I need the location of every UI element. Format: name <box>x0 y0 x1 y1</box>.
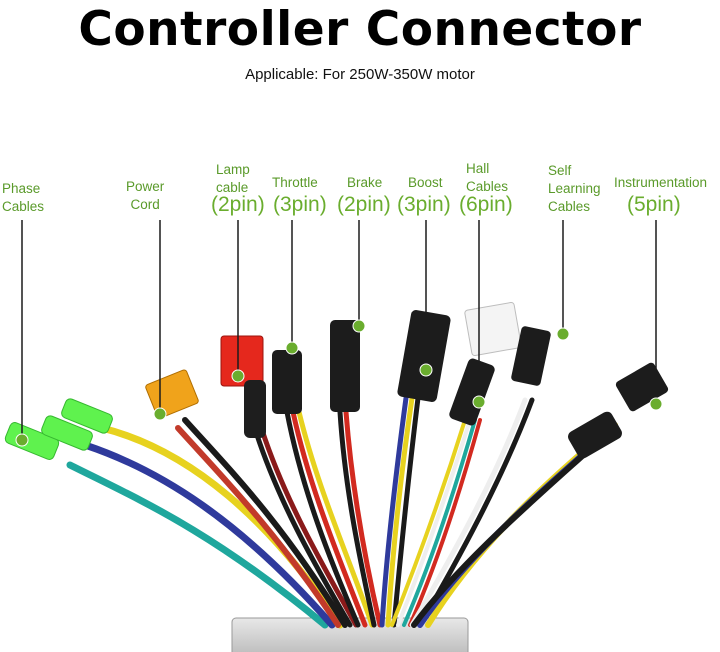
label-hall-line1: Hall <box>466 161 490 176</box>
brake-connector <box>330 320 360 412</box>
pin-hall: (6pin) <box>459 193 513 216</box>
boost-connector <box>397 309 451 403</box>
lamp-cable <box>253 427 359 628</box>
label-phase-line1: Phase <box>2 181 41 196</box>
hall-cables <box>390 418 482 627</box>
pin-instrument: (5pin) <box>627 193 681 216</box>
boost-cable <box>379 395 421 628</box>
label-phase-cables: Phase Cables <box>2 180 44 216</box>
label-power-line2: Cord <box>130 197 160 212</box>
label-lamp-cable: Lamp cable <box>216 161 250 197</box>
label-brake: Brake <box>347 175 383 190</box>
pin-lamp: (2pin) <box>211 193 265 216</box>
brake-cable <box>337 409 383 628</box>
phase-connectors <box>4 398 113 460</box>
leader-lines <box>21 220 657 436</box>
page-subtitle: Applicable: For 250W-350W motor <box>245 66 475 83</box>
hall-connector <box>464 301 522 357</box>
power-cord <box>175 417 348 628</box>
label-self-line1: Self <box>548 163 572 178</box>
label-self-learning: Self Learning Cables <box>548 162 601 216</box>
self-learning-connector <box>511 326 551 386</box>
label-boost: Boost <box>408 175 443 190</box>
label-self-line3: Cables <box>548 199 591 214</box>
pin-brake: (2pin) <box>337 193 391 216</box>
throttle-connector <box>272 350 302 414</box>
label-self-line2: Learning <box>548 181 601 196</box>
label-instrumentation: Instrumentation <box>614 175 708 190</box>
label-lamp-line1: Lamp <box>216 162 250 177</box>
label-lamp-line2: cable <box>216 180 249 195</box>
label-throttle: Throttle <box>272 175 318 190</box>
pin-throttle: (3pin) <box>273 193 327 216</box>
label-hall-cables: Hall Cables <box>466 160 508 196</box>
power-connector <box>145 369 199 419</box>
instrumentation-connector <box>615 362 669 412</box>
leader-dots <box>15 319 663 447</box>
label-hall-line2: Cables <box>466 179 509 194</box>
lamp-connector <box>220 335 264 387</box>
page-title: Controller Connector <box>78 2 642 57</box>
label-power-line1: Power <box>126 179 165 194</box>
label-power-cord: Power Cord <box>126 178 164 214</box>
label-phase-line2: Cables <box>2 199 45 214</box>
throttle-cable <box>284 409 375 628</box>
pin-boost: (3pin) <box>397 193 451 216</box>
